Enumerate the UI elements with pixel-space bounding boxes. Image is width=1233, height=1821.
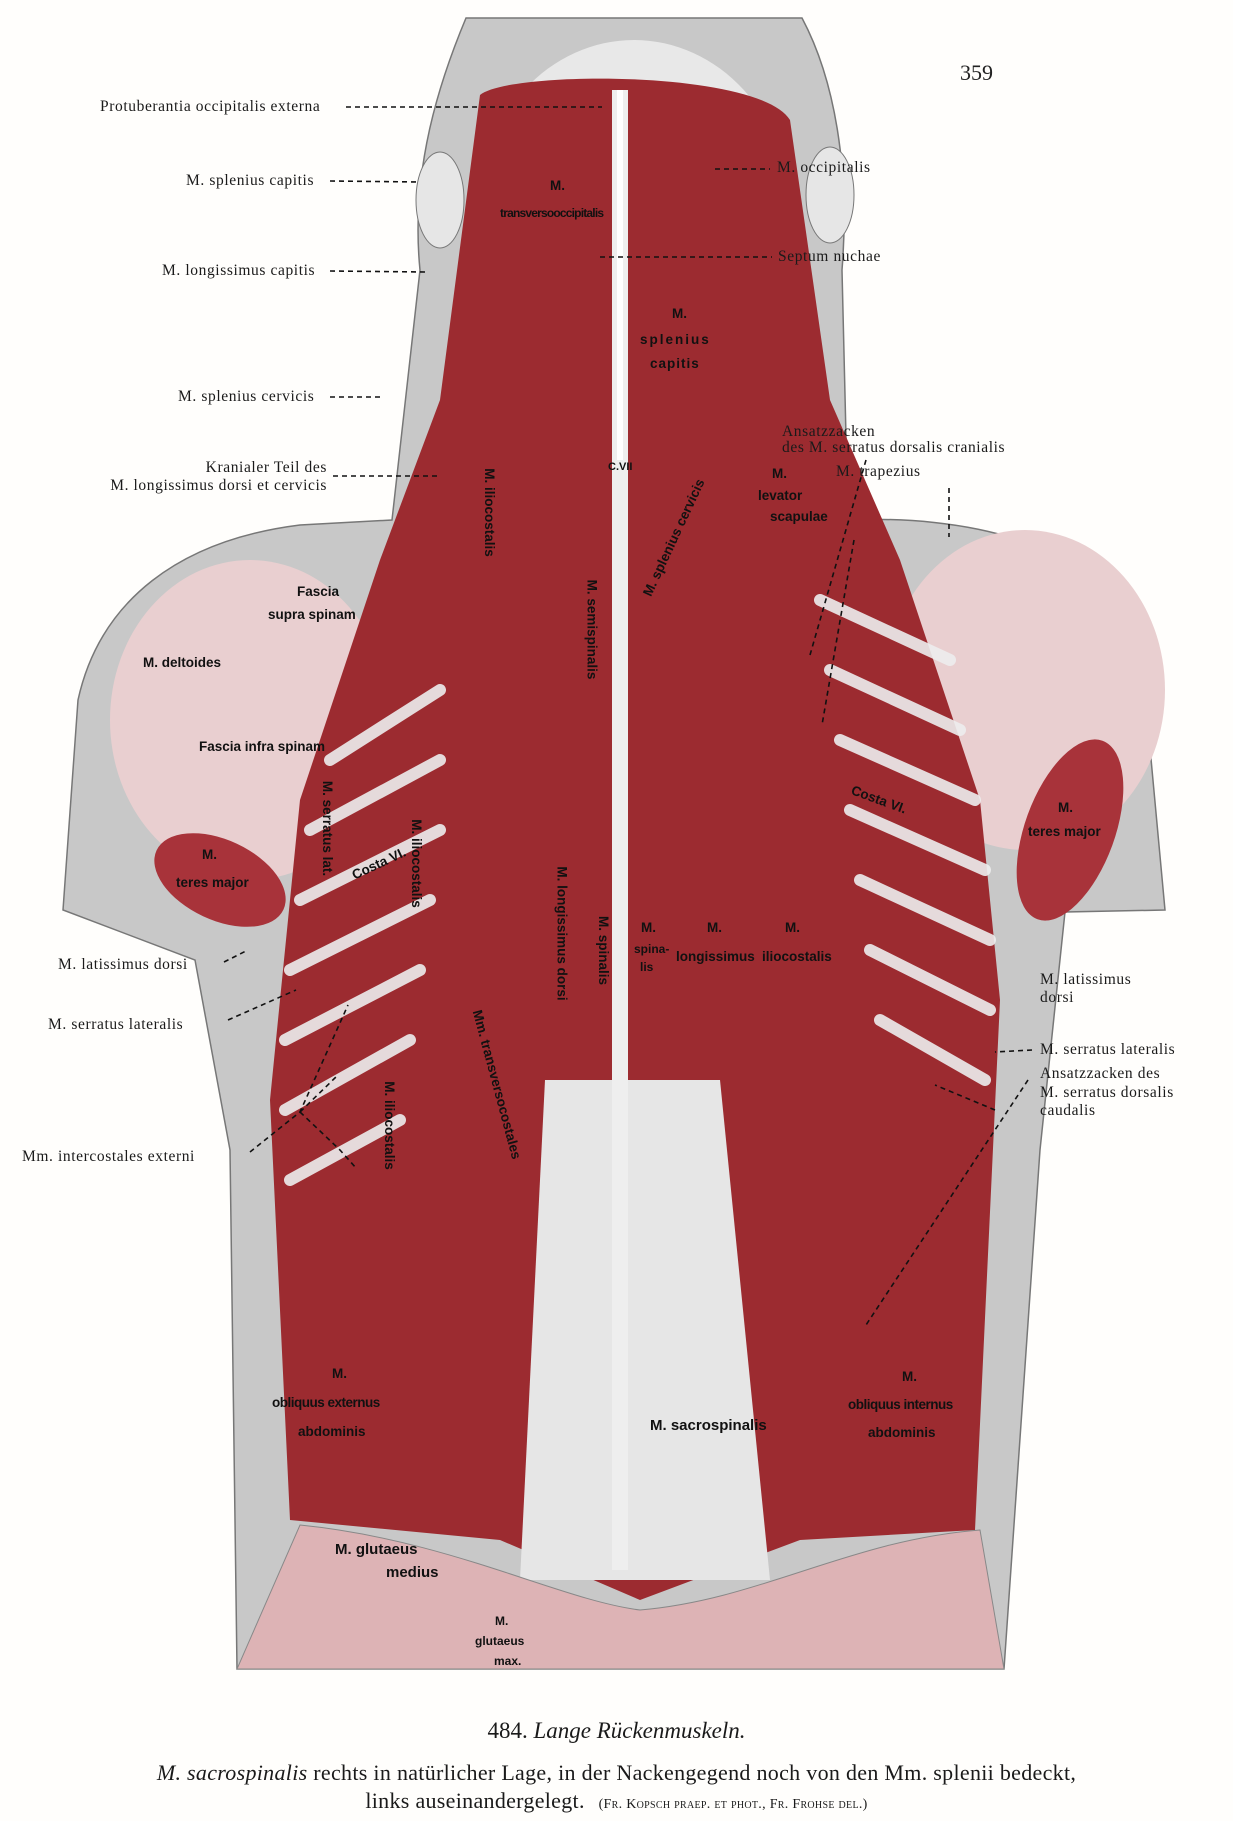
left-teres-major <box>154 833 286 927</box>
ill-label: M. longissimus dorsi <box>554 866 570 1001</box>
label-serratus-lateralis-right: M. serratus lateralis <box>1040 1041 1176 1058</box>
figure-caption-line-3: links auseinandergelegt. (Fr. Kopsch pra… <box>0 1788 1233 1814</box>
ill-label: Fascia infra spinam <box>199 739 326 754</box>
ill-label: M. <box>785 920 800 935</box>
gluteal-region <box>236 1524 1005 1670</box>
ill-label: M. glutaeus <box>335 1541 418 1558</box>
ill-label: longissimus <box>676 949 755 964</box>
figure-number: 484. <box>487 1718 528 1743</box>
left-ribs <box>279 684 446 1186</box>
ill-label: M. <box>672 306 687 321</box>
ill-label: M. iliocostalis <box>481 468 497 557</box>
label-longissimus-capitis: M. longissimus capitis <box>162 262 316 279</box>
ill-label: levator <box>758 488 803 503</box>
page-number: 359 <box>960 60 993 85</box>
ill-label: M. deltoides <box>143 655 222 670</box>
ill-label: teres major <box>176 875 249 890</box>
ill-label: M. semispinalis <box>584 579 600 680</box>
label-latissimus-right-1: M. latissimus <box>1040 971 1132 988</box>
label-trapezius: M. trapezius <box>836 463 921 480</box>
ill-label: M. <box>772 466 787 481</box>
caption-line-2-text: rechts in natürlicher Lage, in der Nacke… <box>313 1760 1077 1785</box>
ill-label: M. <box>495 1614 509 1628</box>
ill-label: obliquus internus <box>848 1397 953 1412</box>
figure-caption-title: 484. Lange Rückenmuskeln. <box>0 1718 1233 1744</box>
label-ansatzzacken-caudalis-1: Ansatzzacken des <box>1040 1065 1161 1082</box>
ill-label: M. <box>202 847 217 862</box>
ill-label: obliquus externus <box>272 1395 380 1410</box>
label-protuberantia-occipitalis-externa: Protuberantia occipitalis externa <box>100 98 321 115</box>
ill-label: M. <box>550 178 565 193</box>
label-ansatzzacken-caudalis-3: caudalis <box>1040 1102 1096 1119</box>
ill-label: glutaeus <box>475 1634 525 1648</box>
figure-title: Lange Rückenmuskeln. <box>533 1718 746 1743</box>
label-serratus-lateralis-left: M. serratus lateralis <box>48 1016 184 1033</box>
label-latissimus-dorsi-left: M. latissimus dorsi <box>58 956 188 973</box>
label-septum-nuchae: Septum nuchae <box>778 248 881 265</box>
ill-label: spina- <box>634 942 670 956</box>
right-ribs <box>814 594 996 1086</box>
caption-line-3-text: links auseinandergelegt. <box>365 1788 585 1813</box>
caption-credit: (Fr. Kopsch praep. et phot., Fr. Frohse … <box>598 1797 868 1812</box>
ill-label: C.VII <box>608 461 633 473</box>
ill-label: M. <box>641 920 656 935</box>
ill-label: abdominis <box>868 1425 936 1440</box>
ill-label: max. <box>494 1654 522 1668</box>
ill-label: M. serratus lat. <box>320 780 336 877</box>
ill-label: Fascia <box>297 584 340 599</box>
ill-label: transversooccipitalis <box>500 206 604 220</box>
ill-label: iliocostalis <box>762 949 832 964</box>
label-ansatzzacken-caudalis-2: M. serratus dorsalis <box>1040 1084 1174 1101</box>
ill-label: M. <box>707 920 722 935</box>
label-kranialer-teil: Kranialer Teil des <box>205 459 327 476</box>
trunk-muscles <box>270 78 1000 1601</box>
ill-label: scapulae <box>770 509 828 524</box>
label-latissimus-right-2: dorsi <box>1040 989 1074 1006</box>
left-ear <box>415 151 465 249</box>
ill-label: capitis <box>650 356 700 371</box>
ill-label: teres major <box>1028 824 1101 839</box>
ill-label: M. <box>902 1369 917 1384</box>
ill-label: M. spinalis <box>596 915 612 986</box>
leader-lines <box>223 106 1033 1326</box>
ill-label: M. sacrospinalis <box>650 1417 767 1434</box>
ill-label: M. <box>332 1366 347 1381</box>
label-intercostales-externi: Mm. intercostales externi <box>22 1148 195 1165</box>
label-occipitalis: M. occipitalis <box>777 159 871 176</box>
label-splenius-cervicis: M. splenius cervicis <box>178 388 315 405</box>
ill-label: supra spinam <box>268 607 356 622</box>
ill-label: abdominis <box>298 1424 366 1439</box>
ill-label: M. <box>1058 800 1073 815</box>
ill-label: medius <box>386 1564 439 1581</box>
figure-caption-line-2: M. sacrospinalis rechts in natürlicher L… <box>0 1760 1233 1786</box>
ill-label: lis <box>640 960 654 974</box>
label-longissimus-dorsi-cervicis: M. longissimus dorsi et cervicis <box>110 477 327 494</box>
caption-italic-term: M. sacrospinalis <box>156 1760 308 1785</box>
ill-label: M. iliocostalis <box>408 819 424 908</box>
ill-label: splenius <box>640 332 711 347</box>
label-ansatzzacken-cranialis-1: Ansatzzacken <box>782 423 876 440</box>
lumbar-fascia <box>520 1080 770 1580</box>
label-ansatzzacken-cranialis-2: des M. serratus dorsalis cranialis <box>782 439 1006 456</box>
label-splenius-capitis: M. splenius capitis <box>186 172 315 189</box>
right-ear <box>805 146 855 244</box>
ill-label: M. iliocostalis <box>381 1081 397 1170</box>
right-teres-major <box>1016 739 1124 921</box>
spine <box>612 90 628 1570</box>
